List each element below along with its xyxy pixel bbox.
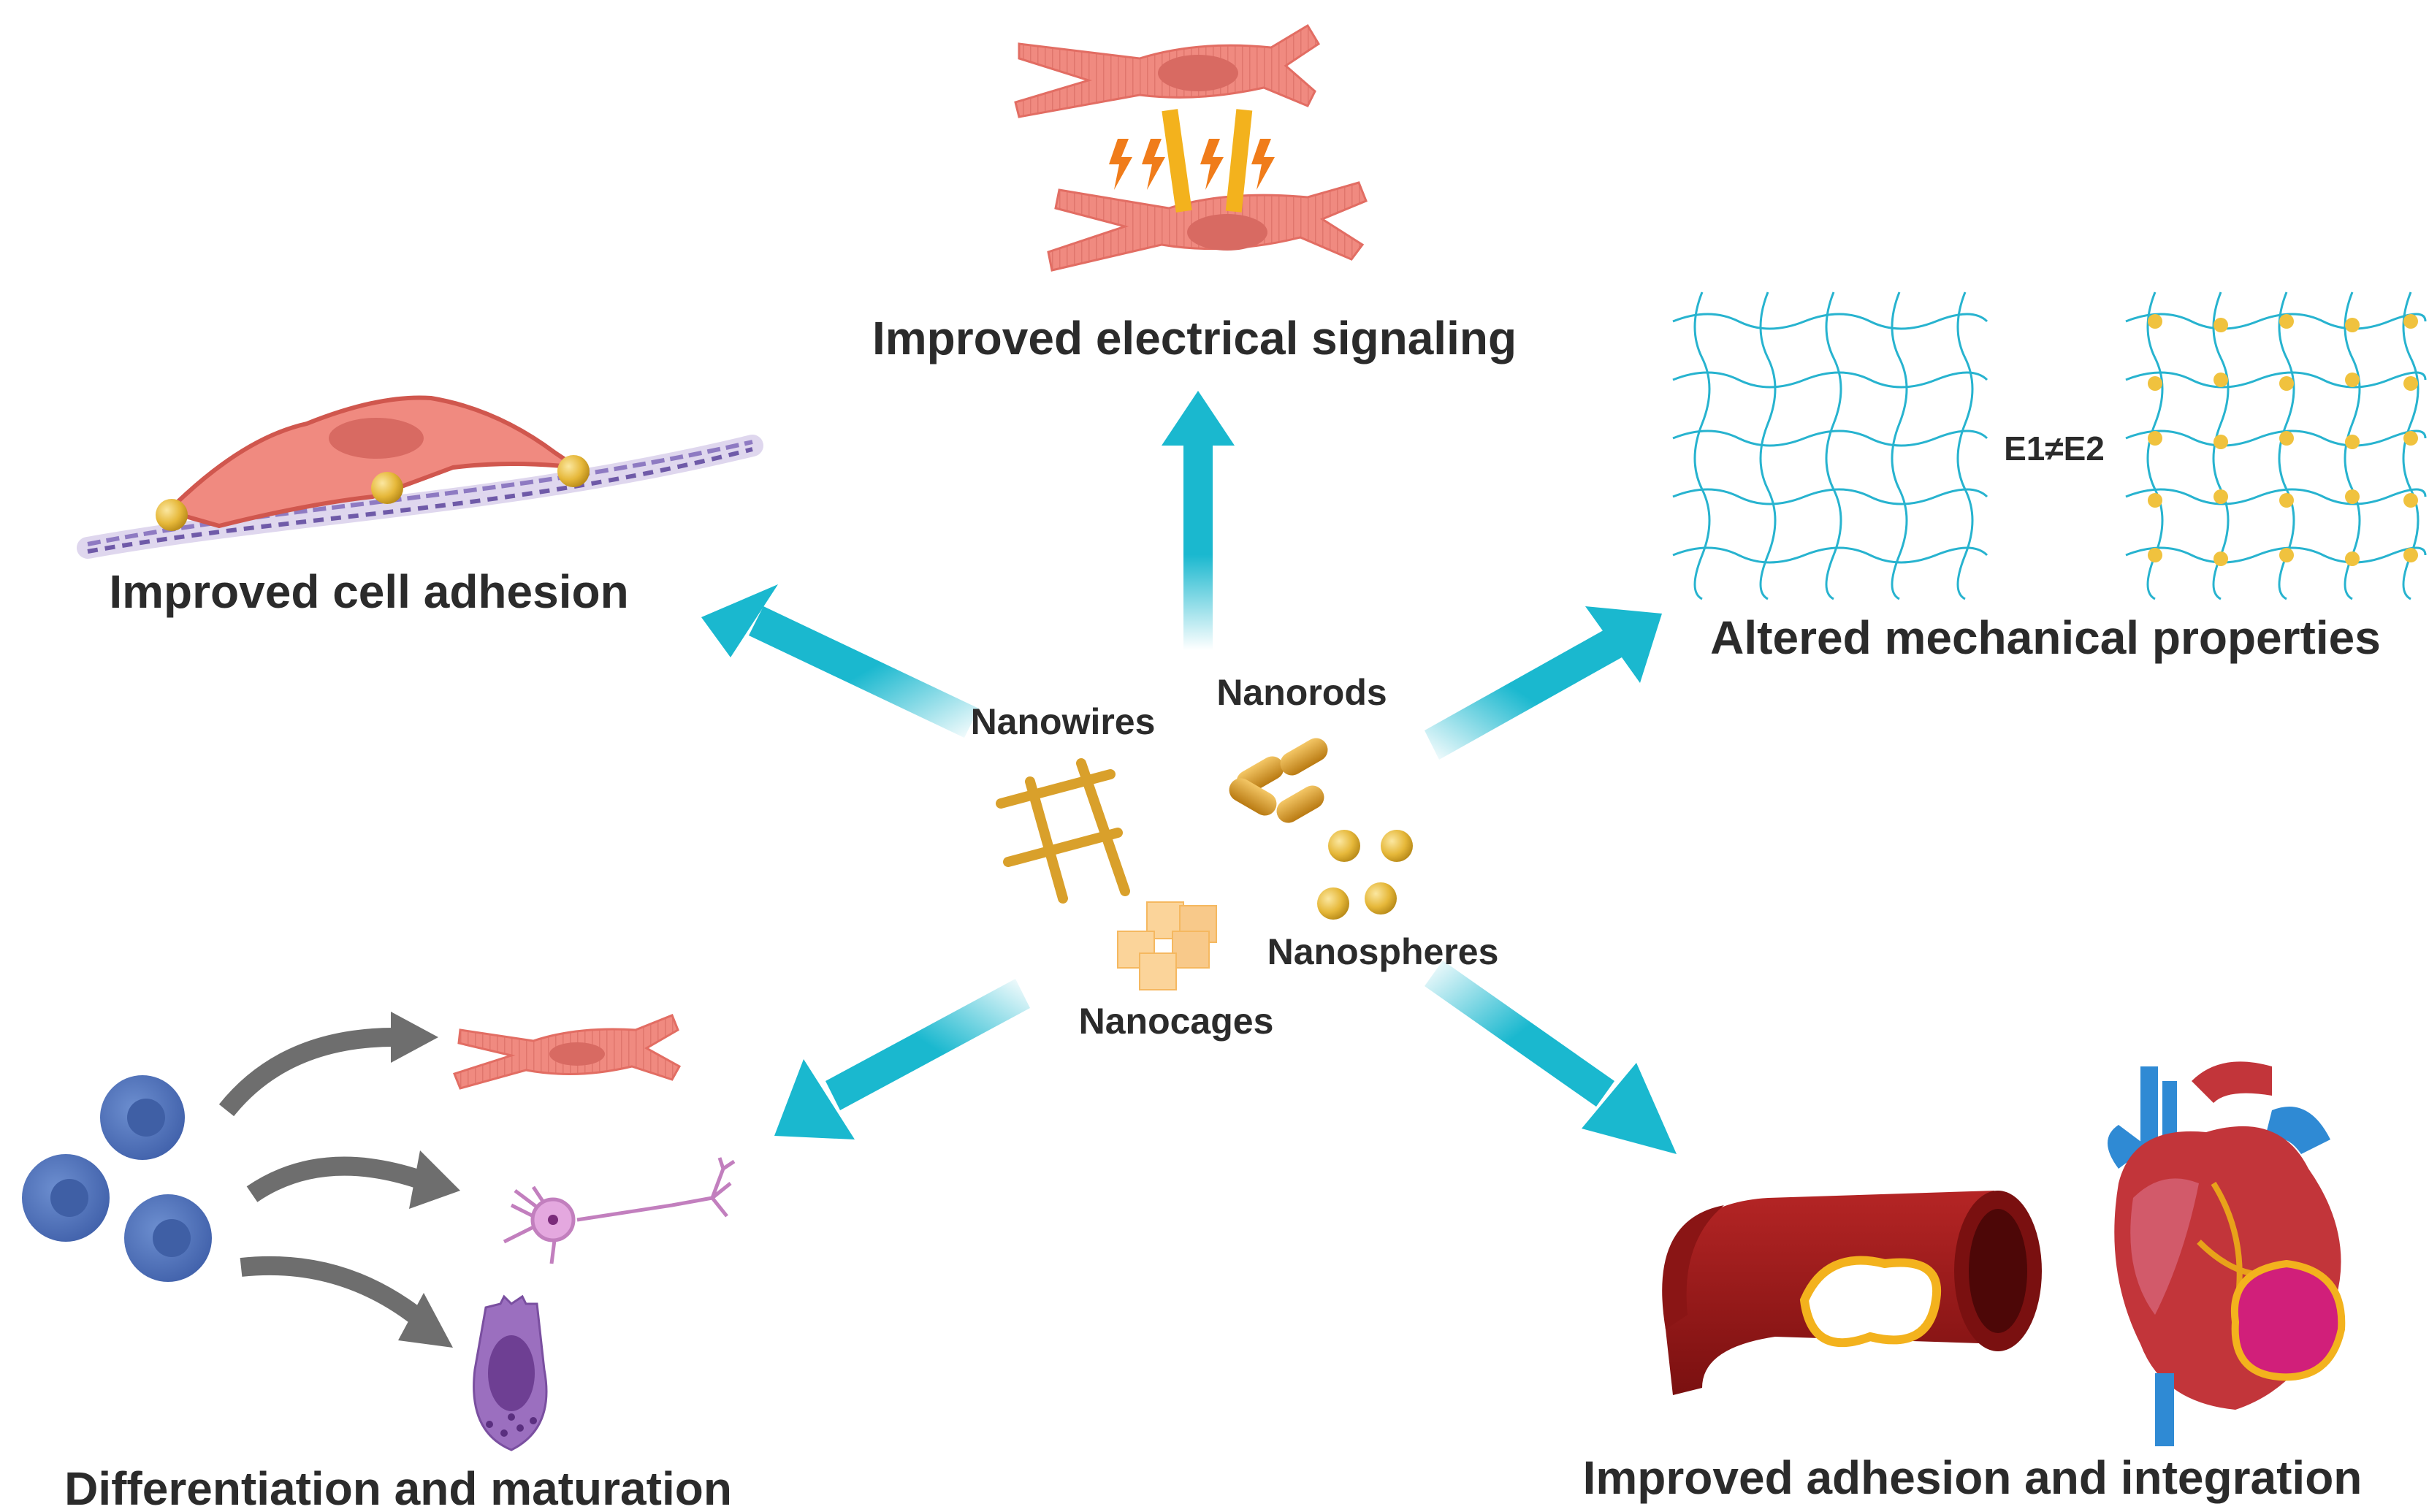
label-equation: E1≠E2: [2004, 429, 2105, 467]
crosslink-nodes: [2148, 314, 2418, 566]
differentiation-arrows: [218, 1028, 430, 1330]
network-soft: [1672, 291, 1988, 600]
arrow-upper-right: [1425, 606, 1662, 760]
arrow-up: [1162, 391, 1235, 650]
label-adhesion: Improved cell adhesion: [109, 565, 628, 618]
differentiation-arrowheads: [391, 1012, 460, 1348]
nanorods-icon: [1229, 738, 1328, 823]
label-nanorods: Nanorods: [1216, 672, 1387, 713]
label-integration: Improved adhesion and integration: [1583, 1451, 2363, 1504]
stem-cells: [22, 1075, 212, 1282]
label-differentiation: Differentiation and maturation: [64, 1462, 732, 1512]
arrow-lower-left: [774, 979, 1030, 1139]
epithelial-cell: [473, 1294, 548, 1451]
neuron-cell: [503, 1157, 736, 1264]
blood-vessel: [1662, 1191, 2042, 1395]
cell-adhesion-illustration: [77, 395, 763, 559]
arrow-lower-right: [1425, 961, 1677, 1154]
network-stiff: [2125, 291, 2427, 600]
label-mechanical: Altered mechanical properties: [1710, 611, 2381, 664]
label-nanospheres: Nanospheres: [1267, 931, 1499, 972]
label-nanowires: Nanowires: [971, 701, 1156, 742]
arrow-upper-left: [701, 584, 979, 738]
heart: [2108, 1061, 2346, 1446]
nanocages-icon: [1117, 901, 1217, 990]
label-electrical: Improved electrical signaling: [872, 312, 1517, 364]
electrical-signaling-illustration: [1014, 23, 1368, 272]
cardiomyocyte-cell: [453, 1014, 682, 1090]
label-nanocages: Nanocages: [1079, 1001, 1274, 1042]
nanowires-icon: [996, 758, 1130, 904]
nanospheres-icon: [1317, 830, 1413, 920]
